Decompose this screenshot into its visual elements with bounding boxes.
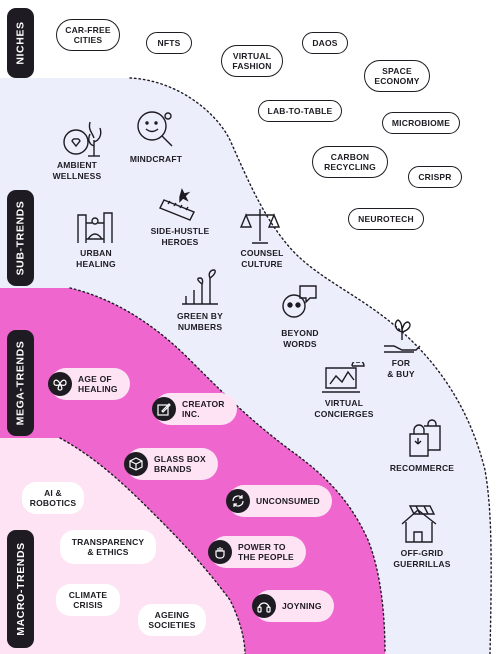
growth-chart-icon [182, 269, 218, 305]
niche-daos: DAOS [302, 32, 348, 54]
scales-icon [240, 209, 280, 244]
megatrend-power-to-the-people: POWER TO THE PEOPLE [208, 536, 306, 568]
megatrend-joyning-label: JOYNING [282, 601, 322, 611]
megatrend-creator-inc: CREATOR INC. [152, 393, 237, 425]
subtrend-urban-healing: URBAN HEALING [76, 248, 116, 269]
tape-measure-icon [159, 188, 195, 221]
mega-trends-boundary [69, 287, 386, 654]
subtrend-for-and-buy: FOR & BUY [387, 358, 415, 379]
megatrend-creator-inc-label: CREATOR INC. [182, 399, 225, 419]
subtrend-mindcraft: MINDCRAFT [129, 154, 183, 164]
heart-plant-icon [63, 121, 102, 157]
chat-bubbles-icon [282, 285, 317, 318]
cube-icon [124, 452, 148, 476]
macrotrend-ageing-societies: AGEING SOCIETIES [138, 604, 206, 636]
tab-niches: NICHES [7, 8, 34, 78]
subtrend-recommerce: RECOMMERCE [389, 463, 455, 473]
tab-niches-label: NICHES [14, 21, 27, 65]
niche-nfts: NFTS [146, 32, 192, 54]
subtrend-green-by-numbers: GREEN BY NUMBERS [177, 311, 223, 332]
tab-sub-trends-label: SUB-TRENDS [14, 200, 27, 276]
niche-carbon-recycling: CARBON RECYCLING [312, 146, 388, 178]
pencil-square-icon [152, 397, 176, 421]
tab-mega-trends: MEGA-TRENDS [7, 330, 34, 436]
megatrend-age-of-healing: AGE OF HEALING [48, 368, 130, 400]
butterfly-icon [48, 372, 72, 396]
megatrend-age-of-healing-label: AGE OF HEALING [78, 374, 118, 394]
niche-crispr: CRISPR [408, 166, 462, 188]
macrotrend-climate-crisis: CLIMATE CRISIS [56, 584, 120, 616]
laptop-bell-icon [322, 362, 365, 393]
subtrend-counsel-culture: COUNSEL CULTURE [240, 248, 284, 269]
sub-trends-boundary [129, 77, 492, 654]
meditating-city-icon [77, 212, 113, 243]
niche-neurotech: NEUROTECH [348, 208, 424, 230]
megatrend-glass-box-brands: GLASS BOX BRANDS [124, 448, 218, 480]
tab-macro-trends-label: MACRO-TRENDS [14, 542, 27, 636]
hand-plant-icon [384, 319, 421, 353]
subtrend-beyond-words: BEYOND WORDS [281, 328, 319, 349]
megatrend-joyning: JOYNING [252, 590, 334, 622]
subtrend-virtual-concierges: VIRTUAL CONCIERGES [314, 398, 374, 419]
smiley-racket-icon [137, 111, 173, 147]
cycle-arrows-icon [226, 489, 250, 513]
subtrend-off-grid-guerrillas: OFF-GRID GUERRILLAS [393, 548, 451, 569]
raised-fist-icon [208, 540, 232, 564]
megatrend-unconsumed-label: UNCONSUMED [256, 496, 320, 506]
megatrend-unconsumed: UNCONSUMED [226, 485, 332, 517]
niche-microbiome: MICROBIOME [382, 112, 460, 134]
niche-space-economy: SPACE ECONOMY [364, 60, 430, 92]
subtrend-side-hustle-heroes: SIDE-HUSTLE HEROES [150, 226, 210, 247]
subtrend-ambient-wellness: AMBIENT WELLNESS [52, 160, 102, 181]
macrotrend-transparency-ethics: TRANSPARENCY & ETHICS [60, 530, 156, 564]
niche-lab-to-table: LAB-TO-TABLE [258, 100, 342, 122]
tab-macro-trends: MACRO-TRENDS [7, 530, 34, 648]
niche-virtual-fashion: VIRTUAL FASHION [221, 45, 283, 77]
megatrend-power-to-the-people-label: POWER TO THE PEOPLE [238, 542, 294, 562]
tab-sub-trends: SUB-TRENDS [7, 190, 34, 286]
shopping-bags-icon [409, 419, 441, 457]
macro-trends-boundary [59, 437, 246, 654]
megatrend-glass-box-brands-label: GLASS BOX BRANDS [154, 454, 206, 474]
niche-car-free-cities: CAR-FREE CITIES [56, 19, 120, 51]
macrotrend-ai-robotics: AI & ROBOTICS [22, 482, 84, 514]
solar-house-icon [401, 505, 437, 543]
tab-mega-trends-label: MEGA-TRENDS [14, 340, 27, 426]
headphones-icon [252, 594, 276, 618]
